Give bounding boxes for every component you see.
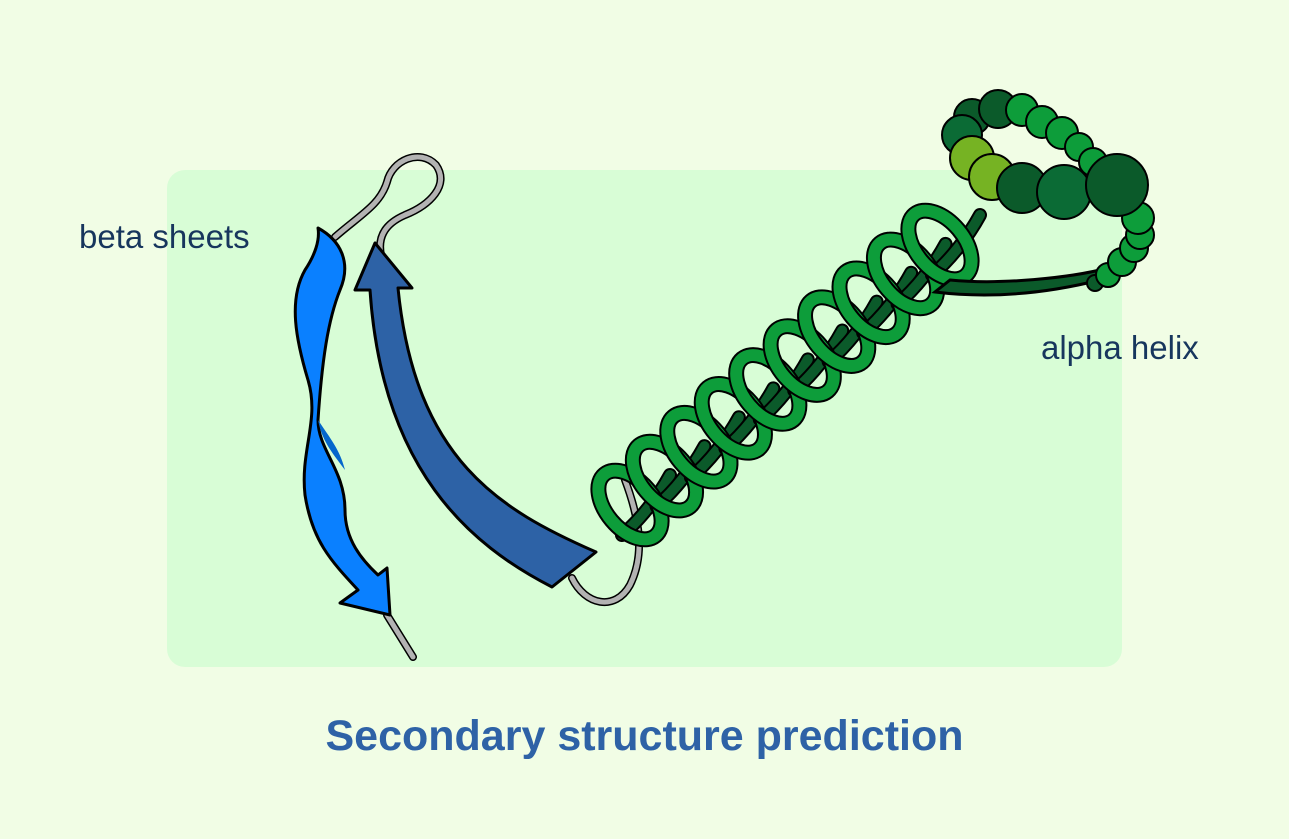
residue-bead <box>1085 153 1149 217</box>
beta-strand-left-backside <box>318 420 345 470</box>
beta-strand-left <box>293 226 392 617</box>
alpha-helix-label: alpha helix <box>1041 329 1199 366</box>
diagram-title: Secondary structure prediction <box>325 712 964 760</box>
residue-bead <box>1036 164 1092 220</box>
alpha-helix <box>590 202 987 548</box>
beta-strand-arrow <box>353 241 598 589</box>
residue-beads <box>941 89 1155 292</box>
beta-sheets-label: beta sheets <box>79 218 250 255</box>
helix-turn <box>900 202 980 288</box>
